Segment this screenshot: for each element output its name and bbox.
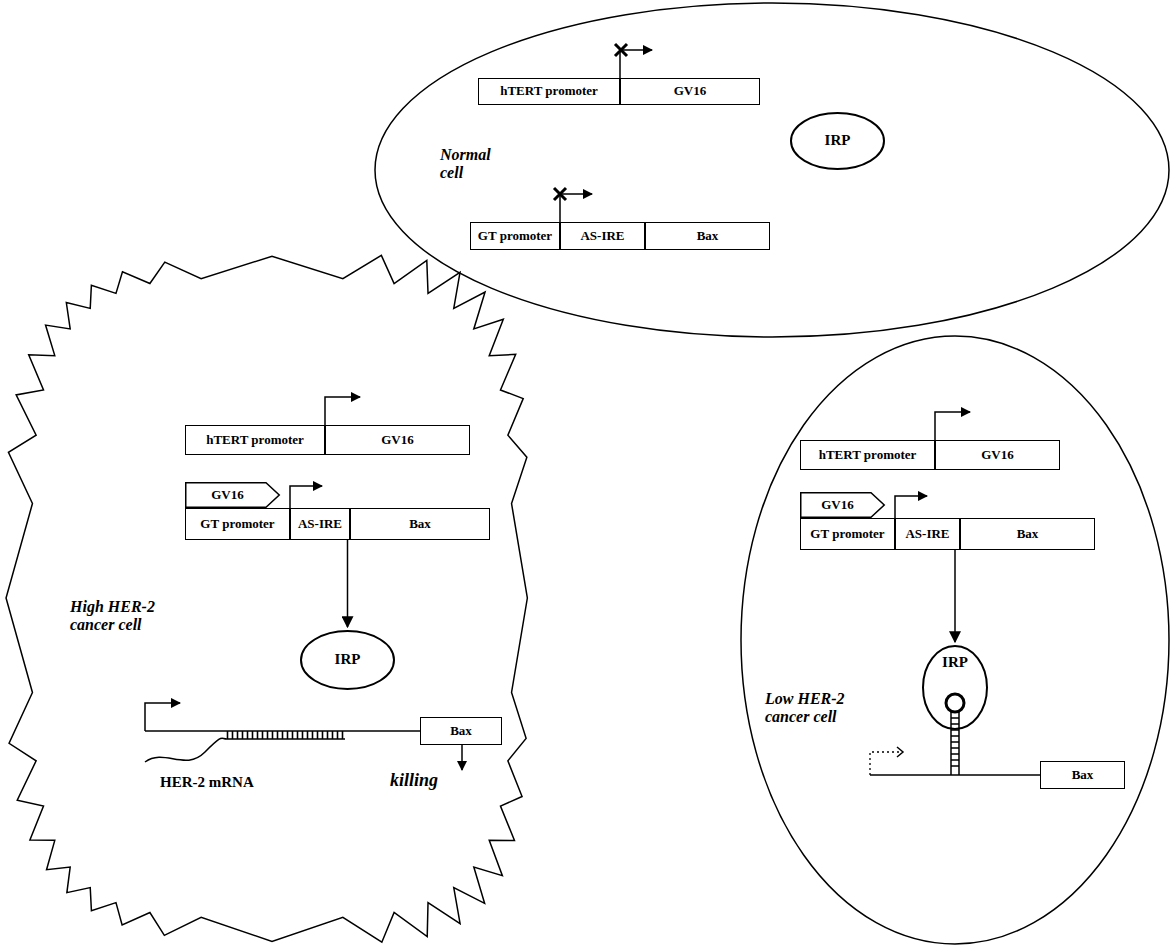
gene-box: Bax (645, 222, 770, 250)
cell-title: High HER-2 cancer cell (70, 598, 185, 635)
mrna-strand (145, 738, 345, 762)
gene-box: AS-IRE (560, 222, 645, 250)
gene-label: Bax (697, 229, 719, 244)
transcript-line (870, 774, 1040, 776)
mrna-label: HER-2 mRNA (160, 774, 254, 791)
gene-box: GV16 (620, 78, 760, 105)
hairpin-loop (946, 694, 964, 712)
gene-box: hTERT promoter (185, 425, 325, 455)
arrow-chevron (897, 747, 903, 757)
gene-label: GT promoter (478, 229, 552, 244)
gene-box: GT promoter (185, 508, 290, 540)
protein-ellipse-ellipse (791, 113, 884, 169)
cell-outline-ellipse (375, 3, 1169, 337)
transcription-start (935, 412, 970, 440)
protein-ellipse: IRP (790, 112, 885, 170)
gene-box: GV16 (325, 425, 470, 455)
gene-box: Bax (960, 518, 1095, 550)
protein-label: IRP (335, 651, 361, 668)
gene-label: GT promoter (810, 527, 884, 542)
protein-ellipse-ellipse (301, 631, 394, 689)
cell-title: Normal cell (440, 146, 510, 183)
transcription-start (895, 496, 927, 518)
block-cross (554, 188, 566, 200)
cell-outline: hTERT promoter GV16IRP GT promoter AS-IRE Ba… (374, 2, 1170, 338)
block-cross (615, 44, 627, 56)
gene-box: hTERT promoter (478, 78, 620, 105)
gene-label: Bax (1072, 768, 1094, 783)
effect-arrow (461, 745, 463, 770)
gene-box: GV16 (935, 440, 1060, 470)
cell-outline: hTERT promoterGV16GV16GT promoterAS-IREB… (740, 335, 1170, 945)
hybrid-hatch (225, 731, 345, 739)
gene-box: Bax (1040, 761, 1125, 789)
protein-ellipse-ellipse (923, 646, 987, 729)
cell-outline-ellipse (741, 336, 1169, 944)
protein-ellipse: IRP (922, 645, 988, 730)
outcome-label: killing (390, 770, 438, 791)
gene-label: AS-IRE (580, 229, 624, 244)
gene-label: GV16 (981, 448, 1014, 463)
gene-box: Bax (350, 508, 490, 540)
activator-tag: GV16 (800, 492, 885, 518)
gene-label: Bax (1017, 527, 1039, 542)
gene-box: Bax (420, 717, 502, 745)
gene-label: AS-IRE (298, 517, 342, 532)
gene-box: GT promoter (470, 222, 560, 250)
cell-outline-shape (374, 2, 1170, 338)
transcription-start (325, 397, 360, 425)
activator-tag: GV16 (185, 482, 280, 508)
gene-box: GT promoter (800, 518, 895, 550)
gene-label: Bax (450, 724, 472, 739)
gene-box: AS-IRE (895, 518, 960, 550)
hairpin-stem (951, 712, 959, 775)
protein-label: IRP (942, 654, 968, 671)
tag-pentagon (801, 493, 885, 518)
starburst-outline (6, 255, 527, 942)
protein-label: IRP (825, 132, 851, 149)
transcription-start (145, 703, 180, 731)
protein-ellipse: IRP (300, 630, 395, 690)
hairpin-pairs (951, 718, 959, 766)
gene-label: AS-IRE (905, 527, 949, 542)
gene-label: hTERT promoter (500, 84, 598, 99)
tag-pentagon (186, 483, 280, 508)
transcription-start (290, 486, 322, 508)
cell-outline: hTERT promoterGV16GV16GT promoterAS-IREB… (4, 246, 540, 950)
flow-arrow (347, 540, 349, 627)
gene-label: GV16 (381, 433, 414, 448)
gene-label: GV16 (821, 498, 854, 513)
cell-title: Low HER-2 cancer cell (765, 690, 865, 727)
gene-box: AS-IRE (290, 508, 350, 540)
gene-label: GT promoter (200, 517, 274, 532)
gene-label: hTERT promoter (206, 433, 304, 448)
transcription-start (870, 752, 902, 775)
gene-label: hTERT promoter (819, 448, 917, 463)
gene-label: GV16 (674, 84, 707, 99)
gene-label: GV16 (211, 488, 244, 503)
flow-arrow (954, 550, 956, 642)
gene-label: Bax (409, 517, 431, 532)
cell-outline-shape (740, 335, 1170, 945)
gene-box: hTERT promoter (800, 440, 935, 470)
